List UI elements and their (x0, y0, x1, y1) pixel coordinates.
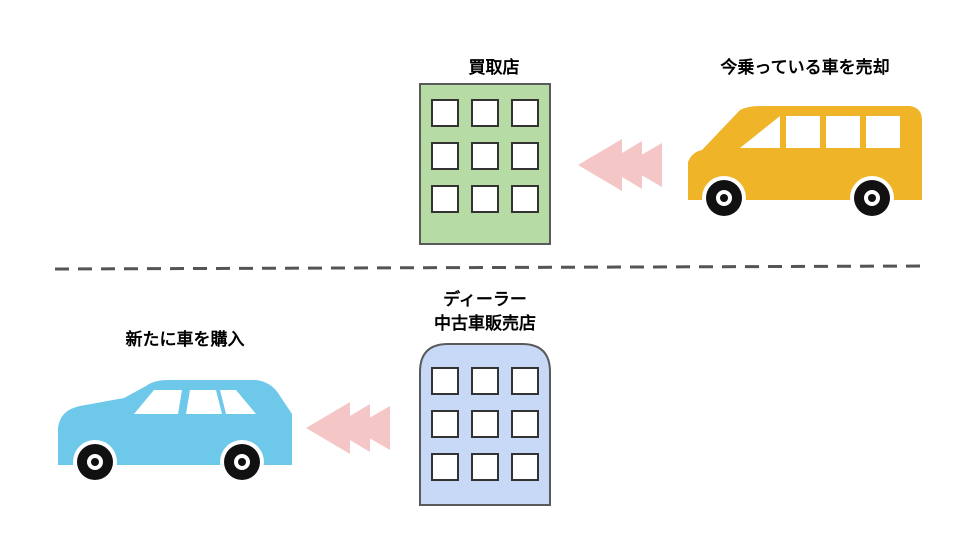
divider-line (54, 264, 926, 271)
buy-new-car-label: 新たに車を購入 (125, 330, 245, 350)
dealer-label-line2: 中古車販売店 (434, 314, 536, 334)
suv-icon (58, 380, 292, 484)
buyback-shop-label: 買取店 (468, 58, 520, 78)
sell-current-car-label: 今乗っている車を売却 (720, 58, 890, 78)
buyback-building-icon (419, 83, 551, 245)
dealer-label-line1: ディーラー (443, 290, 527, 310)
top-arrows-icon (578, 139, 662, 191)
van-icon (688, 106, 922, 220)
dealer-label: ディーラー 中古車販売店 (400, 288, 570, 336)
bottom-arrows-icon (306, 402, 390, 454)
dealer-building-icon (419, 343, 551, 506)
